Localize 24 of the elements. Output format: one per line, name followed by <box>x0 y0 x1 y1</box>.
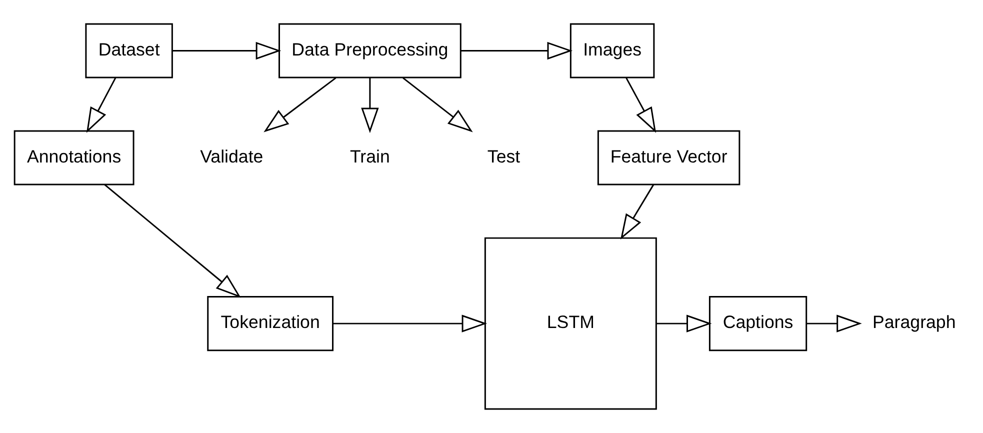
node-text: Test <box>487 146 520 166</box>
node-text: Paragraph <box>872 312 956 332</box>
node-box: Dataset <box>85 23 173 78</box>
arrow <box>172 42 282 60</box>
arrow <box>806 314 862 332</box>
arrow <box>620 184 654 240</box>
node-box: Images <box>570 23 655 78</box>
arrow <box>656 314 712 332</box>
node-text: Validate <box>200 146 264 166</box>
node-text: Train <box>350 146 390 166</box>
arrow <box>333 314 488 332</box>
node-box: Data Preprocessing <box>278 23 462 78</box>
node-box: Feature Vector <box>597 130 740 186</box>
arrow <box>626 78 656 133</box>
arrow <box>460 42 573 60</box>
node-box: Captions <box>708 296 808 352</box>
node-box: LSTM <box>484 237 657 410</box>
arrow <box>104 184 241 298</box>
arrow <box>402 77 473 132</box>
node-box: Annotations <box>14 130 134 186</box>
arrow <box>361 78 379 134</box>
arrow <box>86 78 116 133</box>
arrow <box>264 77 336 132</box>
node-box: Tokenization <box>207 296 334 352</box>
